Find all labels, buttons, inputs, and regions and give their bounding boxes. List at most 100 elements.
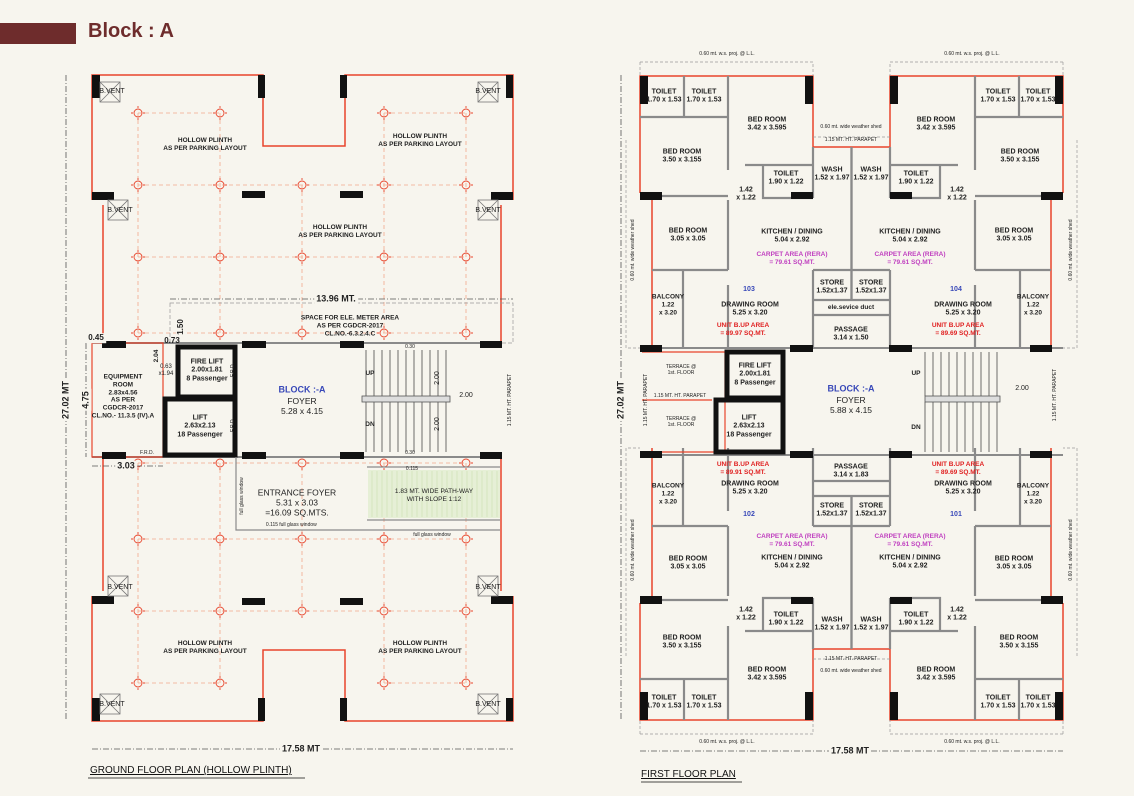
unit-number: 103 (743, 285, 755, 293)
weather-shed-label: 0.60 mt. wide weather shed (630, 219, 636, 281)
room-kitchen: KITCHEN / DINING 5.04 x 2.92 (761, 554, 823, 570)
parapet-label: 1.15 MT. HT. PARAPET (653, 393, 707, 399)
basement-vent-label: B.VENT (475, 206, 501, 214)
room-drawing: DRAWING ROOM 5.25 x 3.20 (721, 480, 779, 496)
room-master-bedroom: BED ROOM 3.42 x 3.595 (916, 116, 956, 132)
room-kitchen: KITCHEN / DINING 5.04 x 2.92 (761, 228, 823, 244)
terrace-label: TERRACE @ 1st. FLOOR (665, 416, 697, 428)
entrance-foyer-label: ENTRANCE FOYER 5.31 x 3.03 =16.09 SQ.MTS… (257, 487, 337, 519)
carpet-area-label: CARPET AREA (RERA) = 79.61 SQ.MT. (874, 533, 946, 548)
room-toilet: TOILET 1.70 x 1.53 (646, 88, 682, 104)
pathway-label: 1.83 MT. WIDE PATH-WAY WITH SLOPE 1:12 (394, 488, 474, 503)
parapet-label: 1.15 MT. HT. PARAPET (507, 373, 513, 427)
room-master-bedroom: BED ROOM 3.42 x 3.595 (747, 116, 787, 132)
unit-number: 101 (950, 510, 962, 518)
stair-width-dimension: 2.00 (459, 391, 473, 399)
wall-dimension: 0.115 (405, 466, 419, 472)
overall-height-dimension: 27.02 MT (60, 378, 72, 422)
unit-builtup-area: UNIT B.UP AREA = 89.91 SQ.MT. (716, 461, 770, 476)
unit-builtup-area: UNIT B.UP AREA = 89.69 SQ.MT. (931, 322, 985, 337)
room-wash: WASH 1.52 x 1.97 (853, 616, 889, 632)
basement-vent-label: B.VENT (99, 700, 125, 708)
fire-lift-label: FIRE LIFT 2.00x1.81 8 Passenger (186, 358, 228, 383)
room-bedroom: BED ROOM 3.05 x 3.05 (668, 227, 708, 243)
room-kitchen: KITCHEN / DINING 5.04 x 2.92 (879, 228, 941, 244)
room-toilet: TOILET 1.70 x 1.53 (1020, 88, 1056, 104)
block-label: BLOCK :-A (827, 383, 875, 394)
room-bedroom: BED ROOM 3.05 x 3.05 (994, 555, 1034, 571)
first-floor-core (640, 345, 1063, 458)
parapet-label: 1.15 MT. HT. PARAPET (824, 656, 878, 662)
room-toilet: TOILET 1.70 x 1.53 (686, 694, 722, 710)
first-floor-plan-title: FIRST FLOOR PLAN (641, 769, 736, 780)
weather-shed-label: 0.60 mt. wide weather shed (820, 124, 882, 130)
room-toilet: TOILET 1.70 x 1.53 (646, 694, 682, 710)
room-master-bedroom: BED ROOM 3.42 x 3.595 (747, 666, 787, 682)
room-store: STORE 1.52x1.37 (816, 502, 848, 518)
offset-dimension: 1.50 (176, 317, 186, 337)
flight-dimension: 2.00 (433, 371, 441, 385)
glass-window-label: full glass window (279, 522, 317, 528)
basement-vent-label: B.VENT (107, 206, 133, 214)
carpet-area-label: CARPET AREA (RERA) = 79.61 SQ.MT. (874, 251, 946, 266)
carpet-area-label: CARPET AREA (RERA) = 79.61 SQ.MT. (756, 251, 828, 266)
parapet-label: 1.15 MT. HT. PARAPET (824, 137, 878, 143)
offset-dimension: 0.45 (86, 333, 106, 343)
stair-width-dimension: 2.00 (1015, 384, 1029, 392)
room-toilet: TOILET 1.90 x 1.22 (898, 611, 934, 627)
wall-dimension: 0.115 (265, 522, 279, 528)
unit-number: 102 (743, 510, 755, 518)
hollow-plinth-label: HOLLOW PLINTH AS PER PARKING LAYOUT (298, 224, 382, 239)
room-lobby: 1.42 x 1.22 (736, 606, 756, 622)
fire-rated-door-label: F.R.D. (230, 418, 236, 432)
room-store: STORE 1.52x1.37 (855, 502, 887, 518)
unit-number: 104 (950, 285, 962, 293)
room-bedroom: BED ROOM 3.50 x 3.155 (999, 634, 1039, 650)
weather-shed-label: 0.60 mt. wide weather shed (820, 668, 882, 674)
unit-builtup-area: UNIT B.UP AREA = 89.69 SQ.MT. (931, 461, 985, 476)
basement-vent-label: B.VENT (475, 583, 501, 591)
room-toilet: TOILET 1.70 x 1.53 (686, 88, 722, 104)
room-balcony: BALCONY 1.22 x 3.20 (651, 293, 685, 316)
room-bedroom: BED ROOM 3.50 x 3.155 (1000, 148, 1040, 164)
room-passage: PASSAGE 3.14 x 1.83 (833, 463, 869, 479)
ws-projection-label: 0.60 mt. w.s. proj. @ L.L. (944, 739, 1000, 745)
room-toilet: TOILET 1.90 x 1.22 (898, 170, 934, 186)
ground-floor-core (91, 302, 514, 531)
hollow-plinth-label: HOLLOW PLINTH AS PER PARKING LAYOUT (163, 640, 247, 655)
basement-vent-label: B.VENT (475, 700, 501, 708)
stair-down-label: DN (365, 421, 375, 429)
hollow-plinth-label: HOLLOW PLINTH AS PER PARKING LAYOUT (163, 137, 247, 152)
room-toilet: TOILET 1.90 x 1.22 (768, 611, 804, 627)
room-lobby: 1.42 x 1.22 (947, 186, 967, 202)
room-lobby: 1.42 x 1.22 (736, 186, 756, 202)
room-toilet: TOILET 1.90 x 1.22 (768, 170, 804, 186)
room-store: STORE 1.52x1.37 (816, 279, 848, 295)
room-drawing: DRAWING ROOM 5.25 x 3.20 (721, 301, 779, 317)
meter-area-label: SPACE FOR ELE. METER AREA AS PER CGDCR-2… (300, 314, 400, 337)
basement-vent-label: B.VENT (99, 87, 125, 95)
block-label: BLOCK :-A (278, 384, 326, 395)
wall-dimension: 0.30 (405, 344, 415, 350)
ground-floor-plan-title: GROUND FLOOR PLAN (HOLLOW PLINTH) (90, 765, 292, 776)
title-underlines (88, 777, 742, 783)
ws-projection-label: 0.60 mt. w.s. proj. @ L.L. (699, 51, 755, 57)
stair-down-label: DN (911, 424, 921, 432)
lift-label: LIFT 2.63x2.13 18 Passenger (726, 414, 772, 439)
room-kitchen: KITCHEN / DINING 5.04 x 2.92 (879, 554, 941, 570)
equipment-width-dimension: 3.03 (115, 460, 137, 472)
weather-shed-label: 0.60 mt. wide weather shed (630, 519, 636, 581)
fire-rated-door-label: F.R.D. (230, 363, 236, 377)
room-bedroom: BED ROOM 3.05 x 3.05 (668, 555, 708, 571)
parapet-label: 1.15 MT. HT. PARAPET (1052, 368, 1058, 422)
room-drawing: DRAWING ROOM 5.25 x 3.20 (934, 301, 992, 317)
fire-lift-label: FIRE LIFT 2.00x1.81 8 Passenger (734, 362, 776, 387)
basement-vent-label: B.VENT (107, 583, 133, 591)
room-wash: WASH 1.52 x 1.97 (814, 616, 850, 632)
fire-rated-door-label: F.R.D. (140, 450, 154, 456)
room-wash: WASH 1.52 x 1.97 (853, 166, 889, 182)
room-bedroom: BED ROOM 3.05 x 3.05 (994, 227, 1034, 243)
room-balcony: BALCONY 1.22 x 3.20 (1016, 482, 1050, 505)
page-title: Block : A (88, 20, 174, 42)
ws-projection-label: 0.60 mt. w.s. proj. @ L.L. (944, 51, 1000, 57)
